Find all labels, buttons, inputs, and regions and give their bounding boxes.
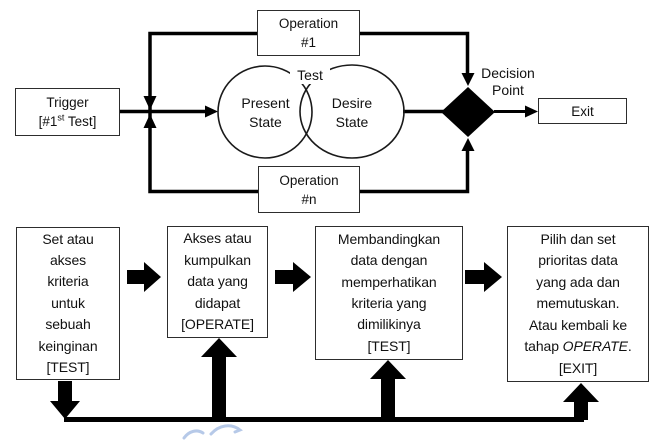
present-state-circle bbox=[217, 65, 313, 159]
step3-test-box: Membandingkan data dengan memperhatikan … bbox=[315, 226, 463, 360]
decision-diamond bbox=[441, 87, 495, 137]
operation-1-label-line1: Operation bbox=[278, 16, 339, 31]
step3-to-step4-arrow-icon bbox=[465, 262, 502, 292]
rail-to-step2-arrow-icon bbox=[201, 338, 237, 420]
operation-n-label-line1: Operation bbox=[279, 172, 339, 188]
trigger-arrowhead-icon bbox=[205, 105, 218, 118]
exit-arrowhead-icon bbox=[525, 105, 538, 118]
superscript-st: st bbox=[57, 112, 65, 123]
step1-to-step2-arrow-icon bbox=[127, 262, 161, 292]
operation-1-box: Operation #1 bbox=[257, 10, 360, 56]
watermark-stroke bbox=[209, 424, 243, 436]
operation-n-label-line2: #n bbox=[301, 191, 317, 207]
trigger-label-line1: Trigger bbox=[46, 95, 89, 110]
trigger-box: Trigger [#1st Test] bbox=[15, 88, 120, 136]
decision-point-label: Decision Point bbox=[481, 65, 535, 98]
step4-exit-box: Pilih dan set prioritas data yang ada da… bbox=[507, 226, 649, 382]
rail-to-step4-arrow-icon bbox=[563, 383, 599, 420]
loop-down-arrowhead-icon bbox=[143, 96, 157, 110]
present-state-label: Present State bbox=[241, 95, 290, 130]
operation-n-box: Operation #n bbox=[258, 166, 360, 213]
operation-1-label-line2: #1 bbox=[300, 35, 317, 50]
rail-to-step3-arrow-icon bbox=[370, 360, 406, 420]
trigger-label-line2: [#1st Test] bbox=[38, 112, 97, 129]
loop-up-arrowhead-icon bbox=[143, 114, 157, 128]
diamond-down-arrowhead-icon bbox=[461, 73, 475, 86]
step1-test-box: Set atau akses kriteria untuk sebuah kei… bbox=[16, 227, 120, 380]
step4-operate-line: tahap OPERATE. bbox=[524, 338, 632, 355]
test-label: Test bbox=[290, 66, 330, 84]
desire-state-circle bbox=[299, 64, 405, 159]
step1-down-arrow-icon bbox=[50, 381, 80, 419]
watermark-stroke bbox=[182, 429, 205, 440]
diamond-up-arrowhead-icon bbox=[461, 138, 475, 151]
step2-operate-box: Akses atau kumpulkan data yang didapat [… bbox=[167, 226, 268, 338]
exit-label: Exit bbox=[571, 103, 594, 119]
step2-to-step3-arrow-icon bbox=[275, 262, 311, 292]
desire-state-label: Desire State bbox=[331, 95, 373, 130]
exit-box: Exit bbox=[538, 98, 627, 124]
